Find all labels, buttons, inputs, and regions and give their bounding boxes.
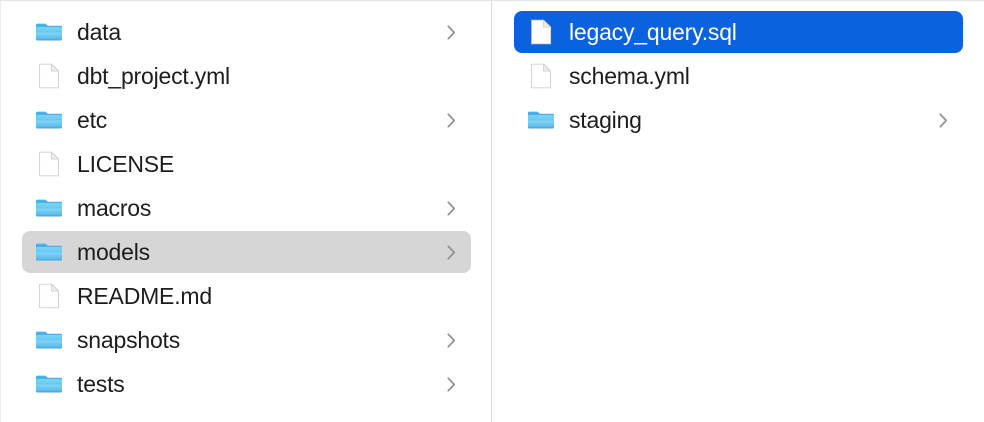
document-icon	[35, 150, 63, 178]
folder-row[interactable]: macros	[22, 187, 471, 229]
disclosure-chevron-icon[interactable]	[935, 109, 951, 131]
item-label: staging	[569, 107, 642, 133]
folder-row[interactable]: tests	[22, 363, 471, 405]
document-icon	[35, 62, 63, 90]
file-row[interactable]: LICENSE	[22, 143, 471, 185]
disclosure-chevron-icon[interactable]	[443, 241, 459, 263]
file-row[interactable]: dbt_project.yml	[22, 55, 471, 97]
item-label: etc	[77, 107, 108, 133]
file-list-project-root: data dbt_project.yml	[1, 1, 491, 405]
folder-icon	[35, 106, 63, 134]
file-row[interactable]: legacy_query.sql	[514, 11, 963, 53]
document-icon	[527, 62, 555, 90]
item-label: models	[77, 239, 150, 265]
item-label: legacy_query.sql	[569, 19, 737, 45]
item-label: LICENSE	[77, 151, 175, 177]
disclosure-chevron-icon[interactable]	[443, 109, 459, 131]
disclosure-chevron-icon[interactable]	[443, 21, 459, 43]
document-icon	[35, 282, 63, 310]
folder-row[interactable]: staging	[514, 99, 963, 141]
folder-icon	[35, 370, 63, 398]
item-label: dbt_project.yml	[77, 63, 230, 89]
file-row[interactable]: schema.yml	[514, 55, 963, 97]
file-list-models: legacy_query.sql schema.yml	[492, 1, 984, 141]
folder-icon	[35, 194, 63, 222]
folder-icon	[527, 106, 555, 134]
folder-icon	[35, 326, 63, 354]
item-label: snapshots	[77, 327, 181, 353]
item-label: schema.yml	[569, 63, 690, 89]
item-label: data	[77, 19, 121, 45]
folder-icon	[35, 18, 63, 46]
finder-column-models: legacy_query.sql schema.yml	[492, 1, 984, 422]
disclosure-chevron-icon[interactable]	[443, 329, 459, 351]
folder-row[interactable]: etc	[22, 99, 471, 141]
folder-row[interactable]: data	[22, 11, 471, 53]
item-label: macros	[77, 195, 152, 221]
item-label: tests	[77, 371, 125, 397]
item-label: README.md	[77, 283, 212, 309]
folder-row[interactable]: snapshots	[22, 319, 471, 361]
disclosure-chevron-icon[interactable]	[443, 373, 459, 395]
finder-column-project-root: data dbt_project.yml	[0, 1, 492, 422]
file-row[interactable]: README.md	[22, 275, 471, 317]
disclosure-chevron-icon[interactable]	[443, 197, 459, 219]
folder-row[interactable]: models	[22, 231, 471, 273]
folder-icon	[35, 238, 63, 266]
document-icon	[527, 18, 555, 46]
